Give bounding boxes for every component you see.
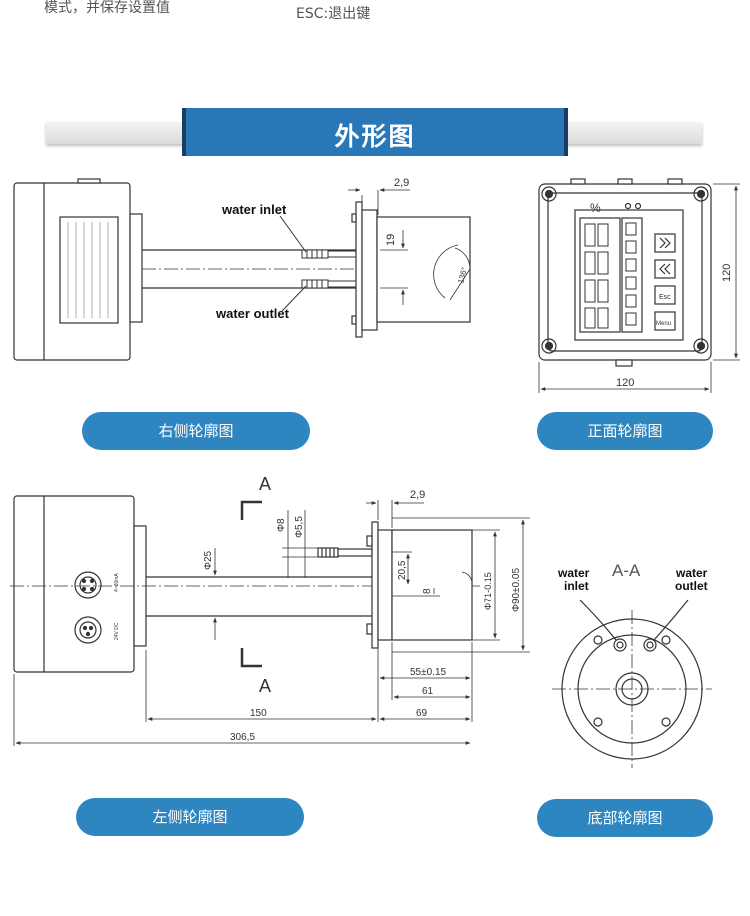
left-dim-d90: Φ90±0.05 — [511, 568, 522, 612]
left-dim-8: 8 — [422, 588, 433, 594]
left-dim-61: 61 — [422, 686, 434, 697]
bottom-outlet-line1: water — [675, 566, 708, 580]
right-side-view-label: 右侧轮廓图 — [82, 412, 310, 450]
right-water-outlet-label: water outlet — [215, 306, 290, 321]
front-unit-label: % — [590, 201, 601, 215]
left-dim-69: 69 — [416, 708, 428, 719]
right-side-view — [13, 178, 471, 361]
bottom-inlet-line1: water — [557, 566, 590, 580]
left-dim-d25: Φ25 — [203, 550, 214, 570]
top-note-right: ESC:退出键 — [296, 6, 371, 22]
front-view — [538, 178, 740, 393]
front-dim-width: 120 — [616, 377, 634, 389]
section-banner: 外形图 — [182, 108, 568, 156]
bottom-view-label: 底部轮廓图 — [537, 799, 713, 837]
bottom-inlet-line2: inlet — [564, 579, 589, 593]
left-port-label-2: 24V DC — [114, 622, 120, 640]
left-dim-205: 20,5 — [397, 560, 408, 580]
left-section-mark-top: A — [259, 474, 271, 494]
left-dim-3065: 306,5 — [230, 732, 255, 743]
right-dim-angle: 136° — [456, 266, 469, 284]
left-dim-29: 2,9 — [410, 489, 425, 501]
right-water-inlet-label: water inlet — [221, 202, 287, 217]
bottom-outlet-line2: outlet — [675, 579, 708, 593]
left-dim-55: 55±0.15 — [410, 667, 447, 678]
left-section-mark-bottom: A — [259, 676, 271, 696]
bottom-section-label: A-A — [612, 561, 641, 580]
front-dim-height: 120 — [721, 264, 733, 282]
bottom-view — [552, 599, 712, 768]
left-port-label-1: 4~20mA — [114, 573, 120, 592]
left-side-view — [10, 495, 530, 746]
front-view-label: 正面轮廓图 — [537, 412, 713, 450]
front-menu-key: Menu — [656, 321, 671, 327]
left-side-view-label: 左侧轮廓图 — [76, 798, 304, 836]
top-note-left: 模式，并保存设置值 — [44, 0, 170, 16]
right-dim-19: 19 — [385, 234, 397, 246]
front-esc-key: Esc — [659, 294, 671, 301]
section-title: 外形图 — [334, 122, 416, 151]
left-dim-d8: Φ8 — [276, 518, 287, 532]
left-dim-150: 150 — [250, 708, 267, 719]
left-dim-d71: Φ71-0.15 — [483, 572, 493, 610]
left-dim-d55: Φ5,5 — [294, 516, 305, 538]
right-dim-29: 2,9 — [394, 177, 409, 189]
